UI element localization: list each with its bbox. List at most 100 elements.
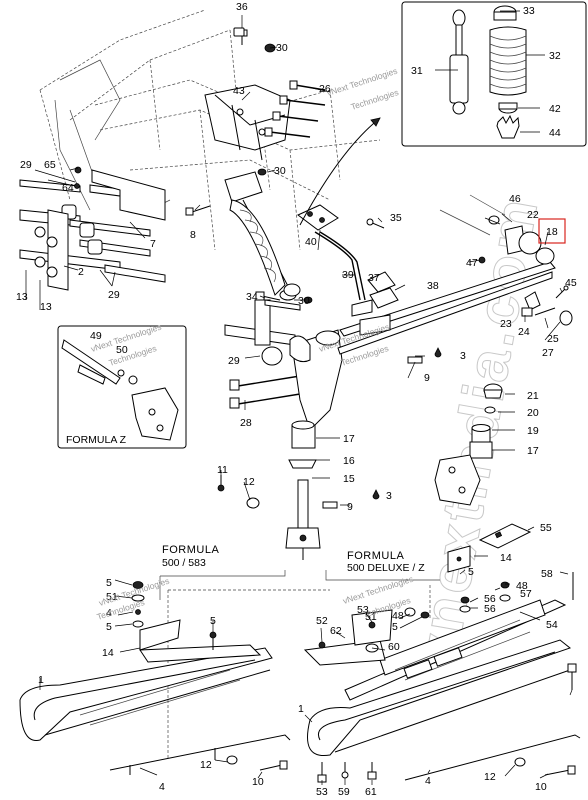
callout-27: 27 (542, 347, 554, 359)
callout-55: 55 (540, 522, 552, 534)
callout-1-b: 1 (298, 703, 304, 715)
callout-53-b: 53 (316, 786, 328, 798)
callout-11: 11 (217, 464, 228, 476)
callout-46: 46 (509, 193, 521, 205)
callout-65: 65 (44, 159, 56, 171)
callout-8: 8 (190, 229, 196, 241)
callout-25: 25 (547, 333, 559, 345)
leader-lines (25, 10, 573, 785)
callout-40: 40 (305, 236, 317, 248)
callout-59: 59 (338, 786, 350, 798)
callout-4-d: 4 (425, 775, 431, 787)
right-spindle-parts (434, 383, 503, 506)
callout-62: 62 (330, 625, 342, 637)
callout-32: 32 (549, 50, 561, 62)
callout-28: 28 (240, 417, 252, 429)
label-formula-500-583-line2: 500 / 583 (162, 557, 206, 569)
callout-3-b: 3 (386, 490, 392, 502)
label-formula-deluxe-line1: FORMULA (347, 550, 404, 562)
callout-3-a: 3 (460, 350, 466, 362)
callout-49: 49 (90, 330, 102, 342)
callout-12-a: 12 (243, 476, 255, 488)
inset-pointer-arrow (299, 117, 381, 226)
callout-30-c: 30 (298, 295, 310, 307)
left-rails (19, 166, 166, 291)
callout-30-b: 30 (274, 165, 286, 177)
lower-mount (224, 283, 313, 409)
callout-50: 50 (116, 344, 128, 356)
label-formula-deluxe-line2: 500 DELUXE / Z (347, 562, 425, 574)
callout-45: 45 (565, 277, 577, 289)
callout-12-c: 12 (484, 771, 496, 783)
shock-absorber (224, 171, 297, 301)
ski-left (19, 581, 291, 775)
callout-64: 64 (62, 182, 74, 194)
callout-5-d: 5 (468, 566, 474, 578)
callout-33: 33 (523, 5, 535, 17)
callout-56-b: 56 (484, 603, 496, 615)
callout-14-b: 14 (500, 552, 512, 564)
callout-39: 39 (342, 269, 354, 281)
shock-inset (401, 1, 587, 147)
callout-13-b: 13 (40, 301, 52, 313)
callout-12-b: 12 (200, 759, 212, 771)
callout-36: 36 (236, 1, 248, 13)
callout-26: 26 (319, 83, 331, 95)
callout-1-a: 1 (38, 674, 44, 686)
label-formula-500-583-line1: FORMULA (162, 544, 219, 556)
ski-right (303, 572, 581, 783)
callout-61: 61 (365, 786, 377, 798)
right-tierod-end (439, 194, 573, 326)
highlight-box-18 (538, 218, 566, 244)
callout-numbers: 36 30 43 26 33 31 32 42 44 29 65 64 30 7… (16, 1, 577, 798)
callout-23: 23 (500, 318, 512, 330)
callout-20: 20 (527, 407, 539, 419)
callout-47: 47 (466, 257, 478, 269)
callout-29-b: 29 (108, 289, 120, 301)
group-bracket-500-583 (159, 570, 286, 600)
callout-9-a: 9 (424, 372, 430, 384)
callout-15: 15 (343, 473, 355, 485)
callout-34: 34 (246, 291, 258, 303)
callout-48-a: 48 (392, 610, 404, 622)
callout-16: 16 (343, 455, 355, 467)
callout-29-a: 29 (20, 159, 32, 171)
steering-arm (297, 204, 399, 309)
callout-2: 2 (78, 266, 84, 278)
lower-left-small-parts (217, 475, 260, 509)
formula-z-inset (57, 325, 187, 449)
upper-shock-bracket (204, 84, 291, 161)
callout-57: 57 (520, 588, 532, 600)
callout-30: 30 (276, 42, 288, 54)
callout-52: 52 (316, 615, 328, 627)
callout-29-c: 29 (228, 355, 240, 367)
callout-24: 24 (518, 326, 530, 338)
svg-text:Technologies: Technologies (350, 87, 400, 112)
callout-4-a: 4 (106, 607, 112, 619)
nut-30 (257, 168, 267, 176)
callout-31: 31 (411, 65, 423, 77)
callout-13-a: 13 (16, 291, 28, 303)
callout-53-a: 53 (357, 604, 369, 616)
callout-4-b: 4 (159, 781, 165, 793)
bolt-36 (233, 27, 276, 53)
bolts-26 (264, 80, 326, 138)
callout-14-a: 14 (102, 647, 114, 659)
callout-43: 43 (233, 85, 245, 97)
group-bracket-deluxe (325, 570, 440, 581)
callout-17-a: 17 (343, 433, 355, 445)
callout-58: 58 (541, 568, 553, 580)
callout-17-b: 17 (527, 445, 539, 457)
callout-19: 19 (527, 425, 539, 437)
callout-35: 35 (390, 212, 402, 224)
callout-5-c: 5 (210, 615, 216, 627)
callout-60: 60 (388, 641, 400, 653)
callout-54: 54 (546, 619, 558, 631)
callout-37: 37 (368, 272, 380, 284)
callout-44: 44 (549, 127, 561, 139)
callout-22: 22 (527, 209, 539, 221)
callout-18: 18 (546, 226, 558, 238)
callout-5-b: 5 (106, 621, 112, 633)
callout-48-b: 48 (516, 580, 528, 592)
